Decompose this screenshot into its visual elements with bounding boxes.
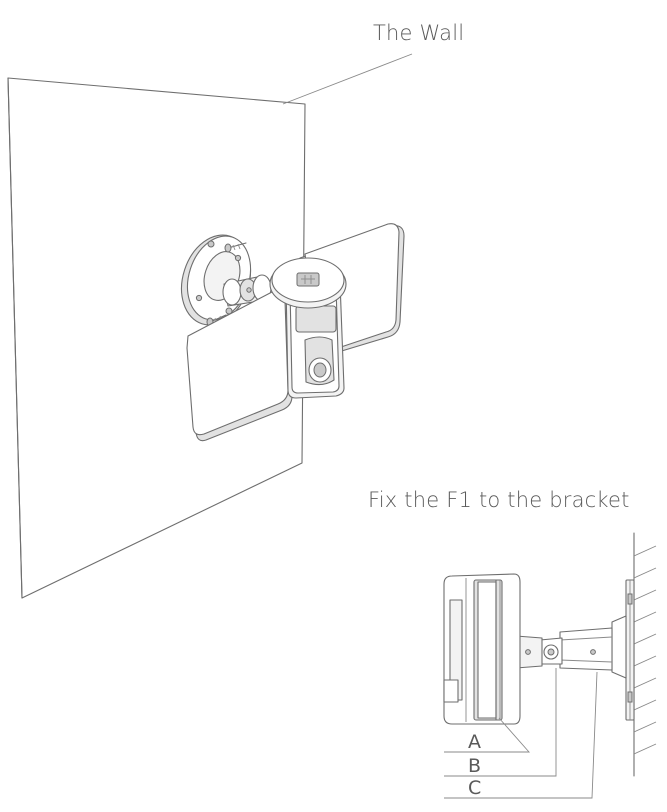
part-label-c: C (468, 777, 481, 799)
device-top-cap (270, 258, 346, 308)
side-wall-edge (634, 533, 656, 776)
wall-leader-line (283, 54, 412, 104)
side-wall-plate (612, 580, 634, 720)
side-device-body (444, 574, 520, 724)
part-label-a: A (468, 731, 481, 753)
side-bracket-arm (516, 628, 612, 670)
wall-label: The Wall (373, 21, 464, 45)
part-label-b: B (468, 755, 481, 777)
instruction-caption: Fix the F1 to the bracket (368, 488, 630, 512)
